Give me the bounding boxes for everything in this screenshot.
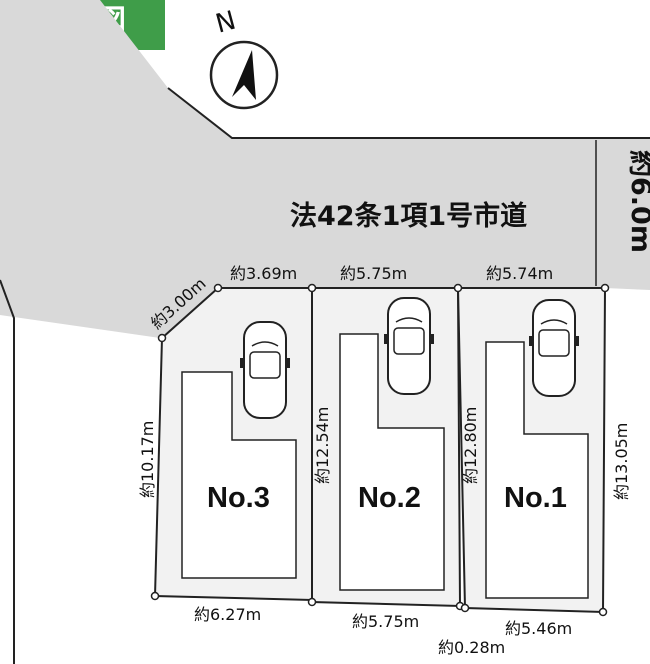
offset-dimension: 約0.28m (438, 638, 505, 657)
lot-2-front-dimension: 約5.75m (340, 264, 407, 283)
lot-2-side-dimension: 約12.54m (313, 407, 332, 484)
lot-1-front-dimension: 約5.74m (486, 264, 553, 283)
road-edge-line (167, 87, 650, 139)
lot-1-right-side-dimension: 約13.05m (612, 423, 631, 500)
car-icon (240, 321, 290, 419)
car-icon (529, 299, 579, 397)
building-3 (181, 371, 297, 579)
road-area (0, 0, 650, 338)
lot-3-front-dimension: 約3.69m (230, 264, 297, 283)
north-label: N (213, 6, 240, 40)
lot-1-label: No.1 (504, 482, 567, 514)
lot-1-rear-dimension: 約5.46m (505, 619, 572, 638)
car-icon (384, 297, 434, 395)
boundary-posts (150, 283, 610, 617)
building-2 (339, 333, 445, 591)
lot-1-left-side-dimension: 約12.80m (461, 407, 480, 484)
lot-2-rear-dimension: 約5.75m (352, 612, 419, 631)
left-road-edge-line (0, 279, 15, 664)
road-width-label: 約6.0m (625, 150, 650, 253)
lot-3-label: No.3 (207, 482, 270, 514)
lot-3-side-dimension: 約10.17m (138, 421, 157, 498)
lot-3-rear-dimension: 約6.27m (194, 605, 261, 624)
lot-2-label: No.2 (358, 482, 421, 514)
building-1 (485, 341, 589, 599)
north-arrow-icon: N (209, 6, 279, 110)
road-label: 法42条1項1号市道 (290, 200, 527, 232)
